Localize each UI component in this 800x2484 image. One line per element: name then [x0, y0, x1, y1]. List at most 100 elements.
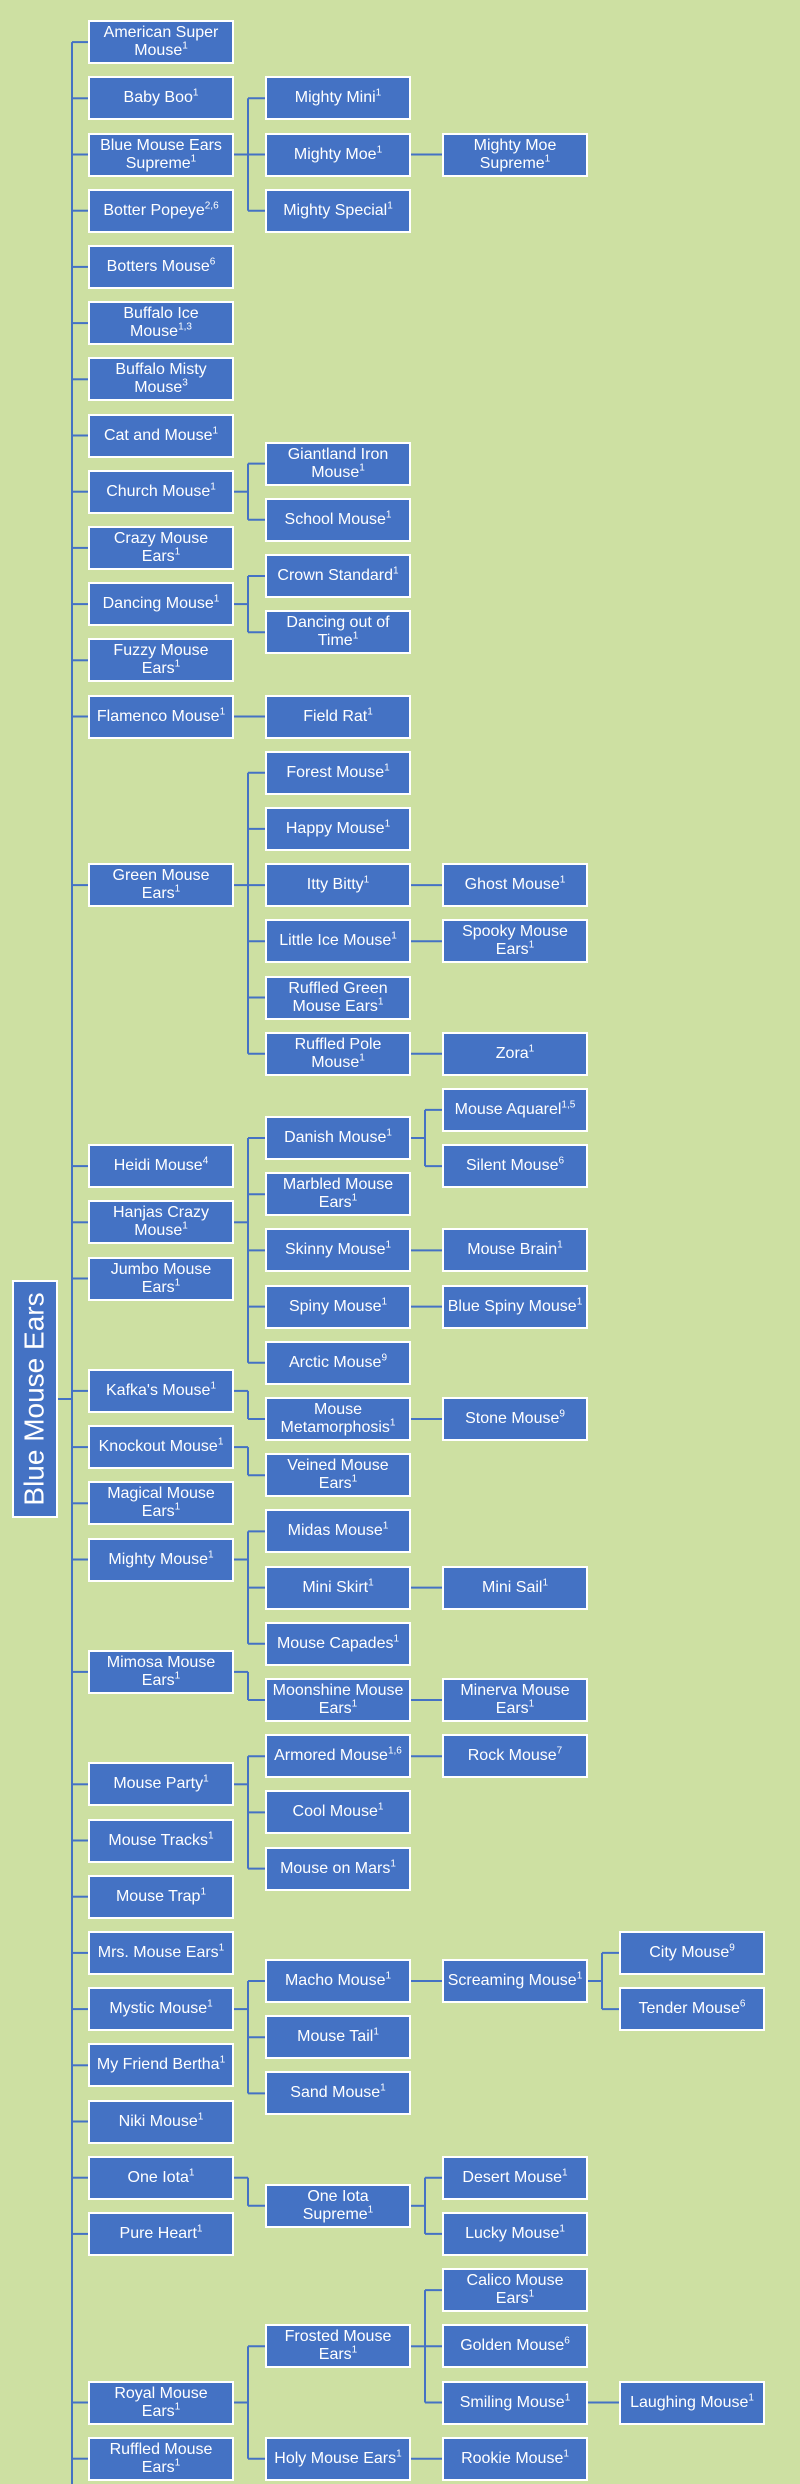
node-macho-mouse[interactable]: Macho Mouse1 — [265, 1959, 411, 2003]
node-field-rat[interactable]: Field Rat1 — [265, 694, 411, 739]
node-cat-and-mouse[interactable]: Cat and Mouse1 — [88, 413, 234, 458]
node-mighty-mouse[interactable]: Mighty Mouse1 — [88, 1537, 234, 1582]
node-city-mouse[interactable]: City Mouse9 — [619, 1930, 765, 1975]
node-mighty-moe[interactable]: Mighty Moe1 — [265, 132, 411, 177]
node-itty-bitty[interactable]: Itty Bitty1 — [265, 863, 411, 908]
node-mouse-aquarel[interactable]: Mouse Aquarel1,5 — [442, 1087, 588, 1132]
node-one-iota[interactable]: One Iota1 — [88, 2155, 234, 2200]
node-moonshine-mouse-ears[interactable]: Moonshine Mouse Ears1 — [265, 1678, 411, 1722]
node-mouse-brain[interactable]: Mouse Brain1 — [442, 1228, 588, 1273]
node-rock-mouse[interactable]: Rock Mouse7 — [442, 1734, 588, 1779]
root-node[interactable]: Blue Mouse Ears — [12, 1280, 58, 1518]
node-stone-mouse[interactable]: Stone Mouse9 — [442, 1397, 588, 1441]
node-mouse-capades[interactable]: Mouse Capades1 — [265, 1621, 411, 1666]
node-buffalo-misty-mouse[interactable]: Buffalo Misty Mouse3 — [88, 357, 234, 402]
node-mouse-on-mars[interactable]: Mouse on Mars1 — [265, 1846, 411, 1891]
node-mouse-trap[interactable]: Mouse Trap1 — [88, 1874, 234, 1919]
node-mrs-mouse-ears[interactable]: Mrs. Mouse Ears1 — [88, 1930, 234, 1975]
node-spiny-mouse[interactable]: Spiny Mouse1 — [265, 1284, 411, 1329]
node-silent-mouse[interactable]: Silent Mouse6 — [442, 1144, 588, 1189]
node-buffalo-ice-mouse[interactable]: Buffalo Ice Mouse1,3 — [88, 301, 234, 346]
node-spooky-mouse-ears[interactable]: Spooky Mouse Ears1 — [442, 919, 588, 964]
node-green-mouse-ears[interactable]: Green Mouse Ears1 — [88, 863, 234, 908]
node-name: Mimosa Mouse Ears — [106, 1653, 216, 1689]
node-label: School Mouse1 — [285, 510, 392, 529]
node-botter-popeye[interactable]: Botter Popeye2,6 — [88, 188, 234, 233]
node-little-ice-mouse[interactable]: Little Ice Mouse1 — [265, 919, 411, 964]
node-crown-standard[interactable]: Crown Standard1 — [265, 554, 411, 598]
node-mighty-mini[interactable]: Mighty Mini1 — [265, 76, 411, 121]
node-golden-mouse[interactable]: Golden Mouse6 — [442, 2324, 588, 2369]
node-heidi-mouse[interactable]: Heidi Mouse4 — [88, 1144, 234, 1189]
node-minerva-mouse-ears[interactable]: Minerva Mouse Ears1 — [442, 1678, 588, 1722]
node-ruffled-green-mouse-ears[interactable]: Ruffled Green Mouse Ears1 — [265, 975, 411, 1020]
node-mighty-moe-supreme[interactable]: Mighty Moe Supreme1 — [442, 132, 588, 177]
node-jumbo-mouse-ears[interactable]: Jumbo Mouse Ears1 — [88, 1256, 234, 1301]
node-pure-heart[interactable]: Pure Heart1 — [88, 2211, 234, 2256]
node-skinny-mouse[interactable]: Skinny Mouse1 — [265, 1228, 411, 1273]
node-cool-mouse[interactable]: Cool Mouse1 — [265, 1790, 411, 1835]
node-niki-mouse[interactable]: Niki Mouse1 — [88, 2099, 234, 2144]
node-zora[interactable]: Zora1 — [442, 1031, 588, 1076]
node-smiling-mouse[interactable]: Smiling Mouse1 — [442, 2380, 588, 2425]
node-ghost-mouse[interactable]: Ghost Mouse1 — [442, 863, 588, 908]
node-school-mouse[interactable]: School Mouse1 — [265, 497, 411, 542]
node-my-friend-bertha[interactable]: My Friend Bertha1 — [88, 2043, 234, 2088]
node-desert-mouse[interactable]: Desert Mouse1 — [442, 2155, 588, 2200]
node-forest-mouse[interactable]: Forest Mouse1 — [265, 750, 411, 795]
node-royal-mouse-ears[interactable]: Royal Mouse Ears1 — [88, 2380, 234, 2425]
node-calico-mouse-ears[interactable]: Calico Mouse Ears1 — [442, 2268, 588, 2313]
node-label: Church Mouse1 — [106, 482, 216, 501]
node-label: Botters Mouse6 — [107, 257, 216, 276]
node-flamenco-mouse[interactable]: Flamenco Mouse1 — [88, 694, 234, 739]
node-mighty-special[interactable]: Mighty Special1 — [265, 188, 411, 233]
node-name: Mighty Special — [283, 201, 388, 219]
node-footnote: 1 — [368, 1577, 374, 1589]
node-sand-mouse[interactable]: Sand Mouse1 — [265, 2071, 411, 2116]
node-midas-mouse[interactable]: Midas Mouse1 — [265, 1509, 411, 1554]
node-church-mouse[interactable]: Church Mouse1 — [88, 469, 234, 514]
node-veined-mouse-ears[interactable]: Veined Mouse Ears1 — [265, 1453, 411, 1498]
node-kafkas-mouse[interactable]: Kafka's Mouse1 — [88, 1368, 234, 1413]
node-holy-mouse-ears[interactable]: Holy Mouse Ears1 — [265, 2436, 411, 2481]
node-tender-mouse[interactable]: Tender Mouse6 — [619, 1987, 765, 2032]
node-marbled-mouse-ears[interactable]: Marbled Mouse Ears1 — [265, 1172, 411, 1217]
node-knockout-mouse[interactable]: Knockout Mouse1 — [88, 1425, 234, 1470]
node-baby-boo[interactable]: Baby Boo1 — [88, 76, 234, 121]
node-ruffled-pole-mouse[interactable]: Ruffled Pole Mouse1 — [265, 1031, 411, 1076]
node-mouse-metamorphosis[interactable]: Mouse Metamorphosis1 — [265, 1397, 411, 1441]
node-mouse-tail[interactable]: Mouse Tail1 — [265, 2015, 411, 2060]
node-magical-mouse-ears[interactable]: Magical Mouse Ears1 — [88, 1481, 234, 1526]
node-screaming-mouse[interactable]: Screaming Mouse1 — [442, 1959, 588, 2003]
node-name: Mini Skirt — [302, 1578, 369, 1596]
node-label: Dancing Mouse1 — [103, 594, 220, 613]
node-mimosa-mouse-ears[interactable]: Mimosa Mouse Ears1 — [88, 1649, 234, 1694]
node-mini-skirt[interactable]: Mini Skirt1 — [265, 1565, 411, 1610]
node-one-iota-supreme[interactable]: One Iota Supreme1 — [265, 2183, 411, 2228]
node-frosted-mouse-ears[interactable]: Frosted Mouse Ears1 — [265, 2324, 411, 2369]
node-mystic-mouse[interactable]: Mystic Mouse1 — [88, 1987, 234, 2032]
node-label: Mouse Brain1 — [467, 1241, 562, 1259]
node-arctic-mouse[interactable]: Arctic Mouse9 — [265, 1340, 411, 1385]
node-ruffled-mouse-ears[interactable]: Ruffled Mouse Ears1 — [88, 2436, 234, 2481]
node-lucky-mouse[interactable]: Lucky Mouse1 — [442, 2211, 588, 2256]
node-armored-mouse[interactable]: Armored Mouse1,6 — [265, 1734, 411, 1779]
node-mouse-party[interactable]: Mouse Party1 — [88, 1762, 234, 1807]
node-mouse-tracks[interactable]: Mouse Tracks1 — [88, 1818, 234, 1863]
node-crazy-mouse-ears[interactable]: Crazy Mouse Ears1 — [88, 525, 234, 570]
node-dancing-out-of-time[interactable]: Dancing out of Time1 — [265, 610, 411, 655]
node-name: Mouse Trap — [115, 1887, 201, 1905]
node-mini-sail[interactable]: Mini Sail1 — [442, 1565, 588, 1610]
node-blue-mouse-ears-supreme[interactable]: Blue Mouse Ears Supreme1 — [88, 132, 234, 177]
node-giantland-iron-mouse[interactable]: Giantland Iron Mouse1 — [265, 441, 411, 486]
node-blue-spiny-mouse[interactable]: Blue Spiny Mouse1 — [442, 1284, 588, 1329]
node-botters-mouse[interactable]: Botters Mouse6 — [88, 244, 234, 289]
node-happy-mouse[interactable]: Happy Mouse1 — [265, 806, 411, 851]
node-hanjas-crazy-mouse[interactable]: Hanjas Crazy Mouse1 — [88, 1200, 234, 1245]
node-danish-mouse[interactable]: Danish Mouse1 — [265, 1116, 411, 1160]
node-fuzzy-mouse-ears[interactable]: Fuzzy Mouse Ears1 — [88, 638, 234, 683]
node-laughing-mouse[interactable]: Laughing Mouse1 — [619, 2380, 765, 2425]
node-rookie-mouse[interactable]: Rookie Mouse1 — [442, 2436, 588, 2481]
node-american-super-mouse[interactable]: American Super Mouse1 — [88, 20, 234, 65]
node-dancing-mouse[interactable]: Dancing Mouse1 — [88, 582, 234, 627]
